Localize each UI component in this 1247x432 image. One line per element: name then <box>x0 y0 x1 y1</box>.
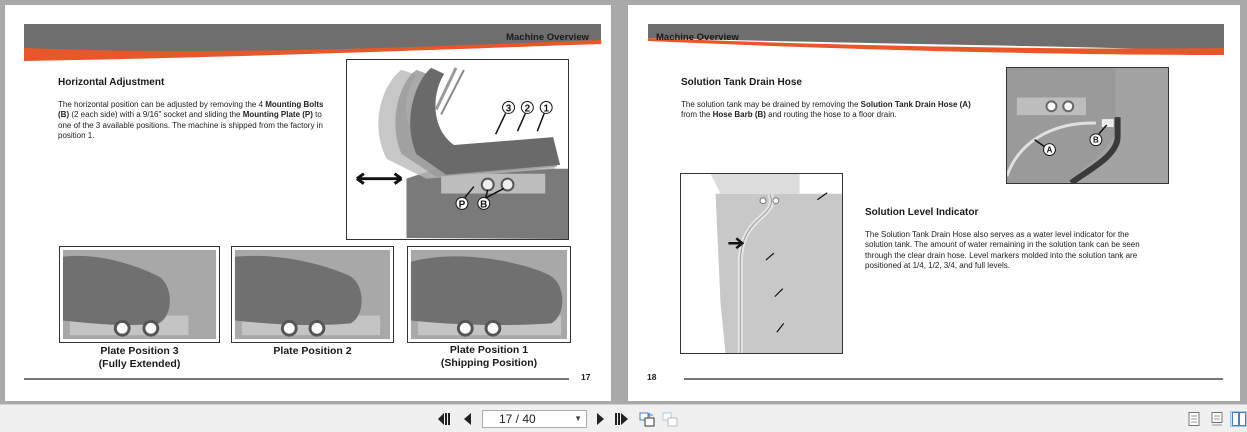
two-page-icon <box>1231 412 1246 426</box>
document-viewport[interactable]: Machine Overview Horizontal Adjustment T… <box>0 0 1247 404</box>
plate-3-caption: Plate Position 3 (Fully Extended) <box>98 345 181 370</box>
previous-view-button[interactable] <box>639 411 655 427</box>
single-page-icon <box>1188 412 1200 426</box>
section-title-drain-hose: Solution Tank Drain Hose <box>681 77 802 88</box>
plate-position-3-figure <box>59 246 220 343</box>
header-banner: Machine Overview <box>24 24 601 61</box>
footer-rule <box>24 378 569 380</box>
section-title: Horizontal Adjustment <box>58 77 165 88</box>
next-page-button[interactable] <box>592 411 608 427</box>
plate-1-caption: Plate Position 1 (Shipping Position) <box>440 344 538 369</box>
next-view-icon <box>662 412 678 427</box>
header-title: Machine Overview <box>506 32 589 43</box>
last-page-button[interactable] <box>614 411 630 427</box>
section-title-level-indicator: Solution Level Indicator <box>865 207 979 218</box>
viewer-toolbar: 17 / 40 ▼ <box>0 404 1247 432</box>
plate-2-caption: Plate Position 2 <box>273 345 352 357</box>
svg-text:2: 2 <box>525 103 531 114</box>
chevron-down-icon: ▼ <box>574 414 582 423</box>
last-page-icon <box>615 413 628 425</box>
svg-text:A: A <box>1047 146 1053 155</box>
page-number-dropdown[interactable]: 17 / 40 ▼ <box>482 410 587 428</box>
previous-page-icon <box>464 413 471 425</box>
previous-view-icon <box>639 412 655 427</box>
page-number: 17 <box>581 372 591 382</box>
page-17: Machine Overview Horizontal Adjustment T… <box>5 5 611 401</box>
hose-barb-figure: A B <box>1006 67 1169 184</box>
svg-text:B: B <box>480 199 487 210</box>
header-banner: Machine Overview <box>648 24 1224 61</box>
svg-text:P: P <box>459 199 466 210</box>
header-title: Machine Overview <box>656 32 739 43</box>
page-number: 18 <box>647 372 657 382</box>
svg-text:3: 3 <box>506 103 512 114</box>
previous-page-button[interactable] <box>460 411 476 427</box>
first-page-button[interactable] <box>437 411 453 427</box>
first-page-icon <box>438 413 450 425</box>
svg-text:1: 1 <box>543 103 549 114</box>
section-body-level-indicator: The Solution Tank Drain Hose also serves… <box>865 230 1140 270</box>
footer-rule <box>684 378 1223 380</box>
svg-text:B: B <box>1093 136 1099 145</box>
continuous-view-button[interactable] <box>1209 411 1225 427</box>
level-indicator-figure <box>680 173 843 354</box>
page-18: Machine Overview Solution Tank Drain Hos… <box>628 5 1240 401</box>
section-body: The horizontal position can be adjusted … <box>58 100 324 140</box>
next-page-icon <box>597 413 604 425</box>
adjustment-figure: 3 2 1 P B <box>346 59 569 240</box>
next-view-button[interactable] <box>662 411 678 427</box>
plate-position-2-figure <box>231 246 394 343</box>
continuous-page-icon <box>1211 412 1223 426</box>
two-page-view-button[interactable] <box>1230 411 1247 427</box>
single-page-view-button[interactable] <box>1186 411 1202 427</box>
plate-position-1-figure <box>407 246 571 343</box>
section-body-drain-hose: The solution tank may be drained by remo… <box>681 100 971 120</box>
